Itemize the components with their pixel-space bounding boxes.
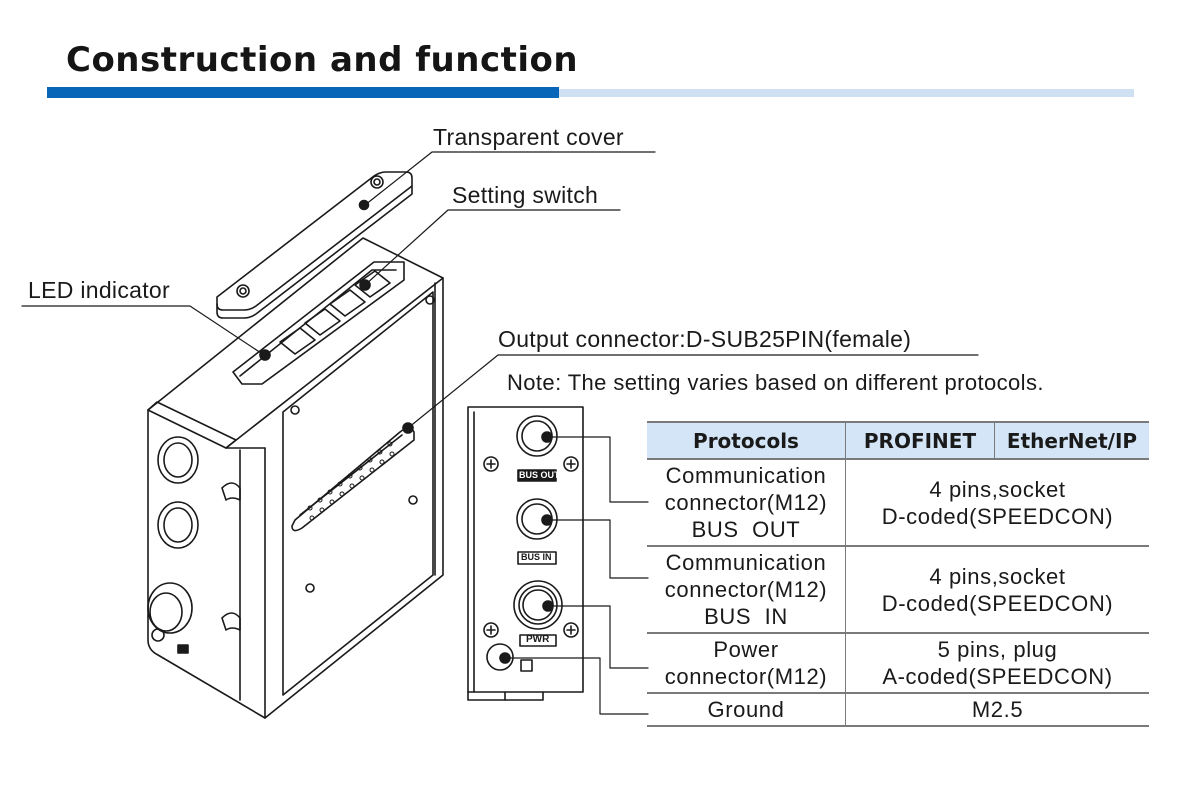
title-underline-light xyxy=(559,89,1134,97)
front-panel-view xyxy=(467,406,584,701)
row-value-ground: M2.5 xyxy=(845,693,1149,727)
row-value-bus-out: 4 pins,socket D-coded(SPEEDCON) xyxy=(845,459,1149,547)
output-connector-callout: Output connector:D-SUB25PIN(female) xyxy=(498,326,912,352)
header-profinet: PROFINET xyxy=(845,421,995,460)
header-ethernet-ip: EtherNet/IP xyxy=(994,421,1149,460)
table-row: Power connector(M12) 5 pins, plug A-code… xyxy=(647,633,1149,694)
bus-in-panel-label: BUS IN xyxy=(521,552,552,562)
table-row: Communication connector(M12) BUS IN 4 pi… xyxy=(647,546,1149,634)
transparent-cover xyxy=(216,171,413,319)
pwr-panel-label: PWR xyxy=(526,634,550,645)
title-underline-accent xyxy=(47,87,559,98)
row-value-power: 5 pins, plug A-coded(SPEEDCON) xyxy=(845,633,1149,694)
transparent-cover-callout: Transparent cover xyxy=(433,124,624,150)
row-name-ground: Ground xyxy=(647,693,846,727)
module-body xyxy=(147,237,444,719)
row-name-bus-out: Communication connector(M12) BUS OUT xyxy=(647,459,846,547)
bus-out-panel-label: BUS OUT xyxy=(519,470,560,480)
leader-lines xyxy=(21,151,979,715)
protocol-note: Note: The setting varies based on differ… xyxy=(507,370,1044,395)
connector-spec-table: Protocols PROFINET EtherNet/IP Communica… xyxy=(647,421,1149,727)
row-value-bus-in: 4 pins,socket D-coded(SPEEDCON) xyxy=(845,546,1149,634)
bus-out-label-box xyxy=(517,469,557,482)
header-protocols: Protocols xyxy=(647,421,846,460)
setting-switch-callout: Setting switch xyxy=(452,182,599,208)
cover-marker-dot xyxy=(358,199,370,211)
led-indicator-callout: LED indicator xyxy=(28,277,170,303)
table-row: Ground M2.5 xyxy=(647,693,1149,727)
page-title: Construction and function xyxy=(66,40,579,80)
table-header-row: Protocols PROFINET EtherNet/IP xyxy=(647,421,1149,460)
table-row: Communication connector(M12) BUS OUT 4 p… xyxy=(647,459,1149,547)
row-name-power: Power connector(M12) xyxy=(647,633,846,694)
row-name-bus-in: Communication connector(M12) BUS IN xyxy=(647,546,846,634)
